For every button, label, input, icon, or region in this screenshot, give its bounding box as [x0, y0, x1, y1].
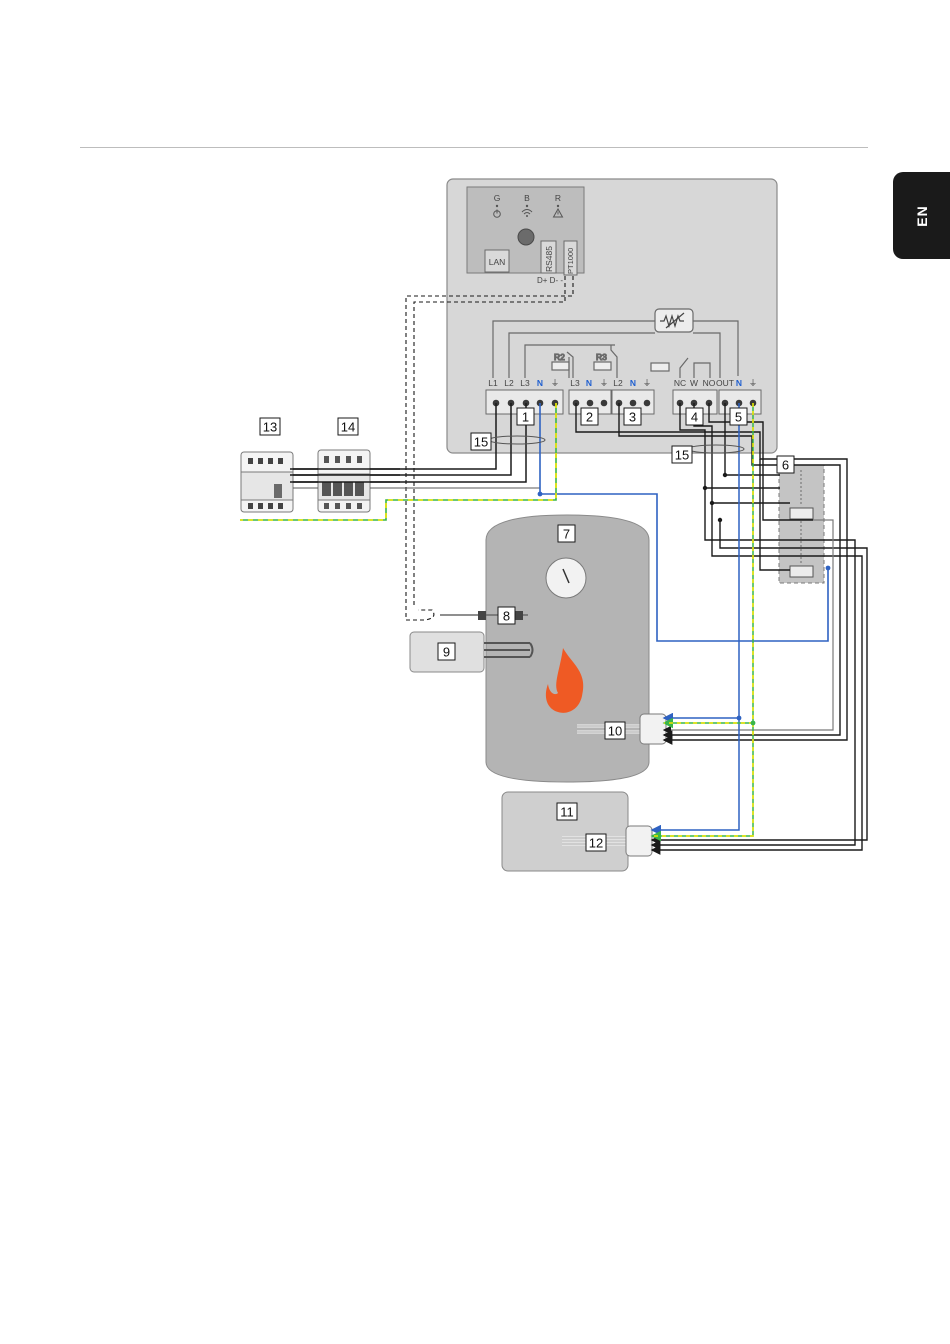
callout-12: 12	[586, 834, 606, 851]
heating-element-12-head	[626, 826, 652, 856]
element-neutral-earth	[652, 403, 753, 836]
callout-15a: 15	[471, 433, 491, 450]
svg-text:4: 4	[691, 410, 698, 425]
callout-13: 13	[260, 418, 280, 435]
terminal-l3-label: L3	[520, 378, 530, 388]
terminal5-earth-label: ⏚	[749, 378, 758, 388]
terminal3-l2-label: L2	[613, 378, 623, 388]
svg-text:15: 15	[675, 448, 689, 463]
terminal4-w-label: W	[690, 378, 698, 388]
rs485-pins: D+ D- -	[537, 276, 563, 285]
control-button[interactable]	[518, 229, 534, 245]
callout-2: 2	[581, 408, 598, 425]
led-g-letter: G	[494, 193, 501, 203]
relay-r2-label: R2	[554, 352, 565, 362]
callout-5: 5	[730, 408, 747, 425]
callout-8: 8	[498, 607, 515, 624]
callout-6: 6	[777, 456, 794, 473]
svg-text:11: 11	[560, 805, 574, 820]
callout-15b: 15	[672, 446, 692, 463]
terminal3-earth-label: ⏚	[643, 378, 652, 388]
svg-text:5: 5	[735, 410, 742, 425]
rcd-device	[241, 452, 293, 512]
terminal-l2-label: L2	[504, 378, 514, 388]
contactor-6	[779, 465, 824, 583]
callout-11: 11	[557, 803, 577, 820]
svg-text:9: 9	[443, 645, 450, 660]
terminal5-out-label: OUT	[716, 378, 734, 388]
svg-text:12: 12	[589, 836, 603, 851]
svg-text:2: 2	[586, 410, 593, 425]
svg-text:6: 6	[782, 458, 789, 473]
svg-text:10: 10	[608, 724, 622, 739]
terminal-earth-label: ⏚	[551, 378, 560, 388]
callout-1: 1	[517, 408, 534, 425]
relay-r3-label: R3	[596, 352, 607, 362]
svg-text:8: 8	[503, 609, 510, 624]
terminal-n-label: N	[537, 378, 543, 388]
svg-text:14: 14	[341, 420, 355, 435]
terminal4-no-label: NO	[703, 378, 716, 388]
terminal2-earth-label: ⏚	[600, 378, 609, 388]
terminal2-n-label: N	[586, 378, 592, 388]
svg-text:13: 13	[263, 420, 277, 435]
mcb-device	[318, 450, 370, 512]
terminal5-n-label: N	[736, 378, 742, 388]
callout-4: 4	[686, 408, 703, 425]
callout-7: 7	[558, 525, 575, 542]
callout-10: 10	[605, 722, 625, 739]
led-r-letter: R	[555, 193, 561, 203]
terminal-l1-label: L1	[488, 378, 498, 388]
led-b-letter: B	[524, 193, 530, 203]
callout-3: 3	[624, 408, 641, 425]
thermometer-gauge	[546, 558, 586, 598]
callout-14: 14	[338, 418, 358, 435]
terminal2-l3-label: L3	[570, 378, 580, 388]
rs485-label: RS485	[544, 246, 554, 272]
svg-text:7: 7	[563, 527, 570, 542]
svg-text:1: 1	[522, 410, 529, 425]
terminal4-nc-label: NC	[674, 378, 686, 388]
svg-text:15: 15	[474, 435, 488, 450]
callout-9: 9	[438, 643, 455, 660]
lan-label: LAN	[489, 257, 506, 267]
pt1000-label: PT1000	[566, 248, 575, 274]
terminal3-n-label: N	[630, 378, 636, 388]
svg-text:3: 3	[629, 410, 636, 425]
